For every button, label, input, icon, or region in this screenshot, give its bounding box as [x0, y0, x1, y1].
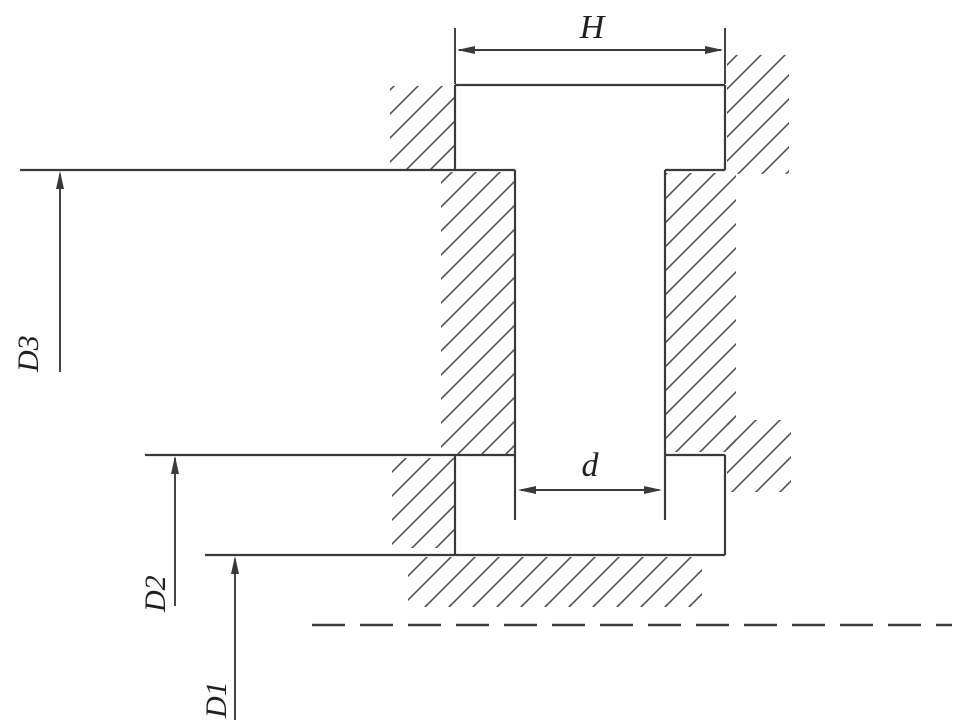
dimension-H: H [454, 9, 726, 84]
dimension-D1: D1 [200, 556, 239, 720]
h-arrowhead-right-icon [705, 46, 723, 54]
label-d: d [582, 447, 600, 484]
dimension-D3: D3 [12, 171, 64, 373]
dimension-d: d [518, 447, 662, 494]
hatch-lower-right [727, 420, 791, 492]
label-D2: D2 [139, 575, 172, 613]
hatch-lower-left [392, 458, 454, 548]
label-D1: D1 [200, 681, 233, 719]
d3-arrowhead-up-icon [56, 171, 64, 189]
d-arrowhead-left-icon [518, 486, 536, 494]
part-outline [20, 83, 727, 557]
hatch-mid-left [441, 172, 514, 454]
hatch-mid-right [666, 173, 736, 452]
h-arrowhead-left-icon [457, 46, 475, 54]
d1-arrowhead-up-icon [231, 556, 239, 574]
d2-arrowhead-up-icon [171, 456, 179, 474]
section-hatching [390, 55, 791, 607]
label-D3: D3 [12, 335, 45, 373]
d-arrowhead-right-icon [644, 486, 662, 494]
hatch-top-left [390, 86, 455, 170]
label-H: H [579, 9, 607, 46]
hatch-below-flange [408, 557, 702, 607]
hatch-top-right [727, 55, 789, 174]
dimension-D2: D2 [139, 456, 179, 613]
